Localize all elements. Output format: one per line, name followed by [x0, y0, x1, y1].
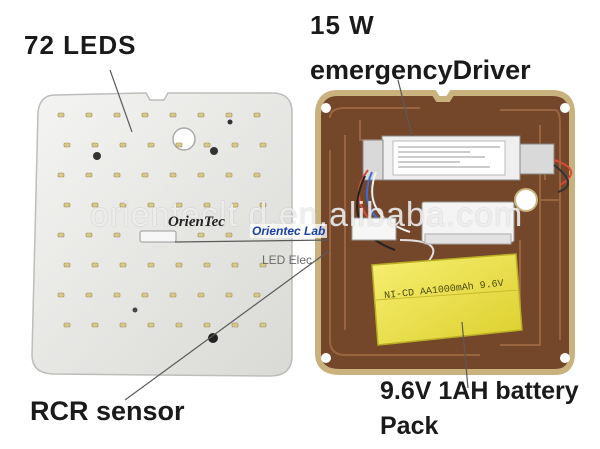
led-chip	[119, 202, 127, 208]
led-chip	[141, 292, 149, 298]
led-chip	[85, 172, 93, 178]
led-chip	[147, 202, 155, 208]
led-chip	[225, 172, 233, 178]
led-chip	[63, 262, 71, 268]
led-chip	[141, 112, 149, 118]
led-chip	[253, 172, 261, 178]
driver-board	[315, 90, 575, 375]
leds-label: 72 LEDS	[24, 30, 137, 60]
led-chip	[91, 202, 99, 208]
battery-label: 9.6V 1AH battery	[380, 377, 579, 405]
led-chip	[63, 322, 71, 328]
led-chip	[119, 322, 127, 328]
driver-label: emergencyDriver	[310, 55, 531, 85]
led-chip	[203, 202, 211, 208]
led-chip	[253, 112, 261, 118]
led-chip	[63, 202, 71, 208]
led-chip	[231, 202, 239, 208]
led-chip	[231, 322, 239, 328]
led-chip	[253, 292, 261, 298]
led-chip	[147, 142, 155, 148]
led-chip	[259, 322, 267, 328]
brand-lab-text: Orientec Lab	[250, 224, 328, 238]
led-chip	[85, 232, 93, 238]
led-chip	[113, 232, 121, 238]
led-chip	[259, 202, 267, 208]
rcr-sensor-label: RCR sensor	[30, 396, 185, 426]
led-chip	[85, 112, 93, 118]
led-chip	[225, 232, 233, 238]
led-chip	[91, 322, 99, 328]
emergency-driver-module	[362, 135, 555, 181]
led-chip	[113, 292, 121, 298]
led-chip	[203, 322, 211, 328]
led-chip	[119, 262, 127, 268]
annotation-lines	[109, 69, 469, 401]
led-chip	[175, 322, 183, 328]
brand-elec-text: LED Elec	[262, 253, 313, 267]
led-chip	[57, 172, 65, 178]
battery-label-pack: Pack	[380, 412, 439, 440]
led-chip	[119, 142, 127, 148]
led-chip	[225, 292, 233, 298]
battery-pack	[371, 253, 523, 346]
led-chip	[197, 112, 205, 118]
led-chip	[147, 322, 155, 328]
led-chip	[175, 202, 183, 208]
led-chip	[169, 292, 177, 298]
wattage-label: 15 W	[310, 10, 375, 40]
brand-logo-text: OrienTec	[168, 214, 225, 230]
led-chip	[203, 142, 211, 148]
led-chip	[259, 262, 267, 268]
led-chip	[113, 172, 121, 178]
led-chip	[175, 262, 183, 268]
led-chip	[231, 262, 239, 268]
led-chip	[203, 262, 211, 268]
led-chip	[231, 142, 239, 148]
led-chip	[57, 112, 65, 118]
led-chip	[169, 172, 177, 178]
led-chip	[57, 292, 65, 298]
led-chip	[197, 292, 205, 298]
led-chip	[175, 142, 183, 148]
led-chip	[147, 262, 155, 268]
led-chip	[63, 142, 71, 148]
led-chip	[85, 292, 93, 298]
led-chip	[197, 172, 205, 178]
led-chip	[169, 112, 177, 118]
led-chip	[141, 172, 149, 178]
led-chip	[197, 232, 205, 238]
led-chip	[91, 142, 99, 148]
led-chip	[57, 232, 65, 238]
led-chip	[225, 112, 233, 118]
led-chip	[91, 262, 99, 268]
led-chip	[259, 142, 267, 148]
led-chip	[113, 112, 121, 118]
